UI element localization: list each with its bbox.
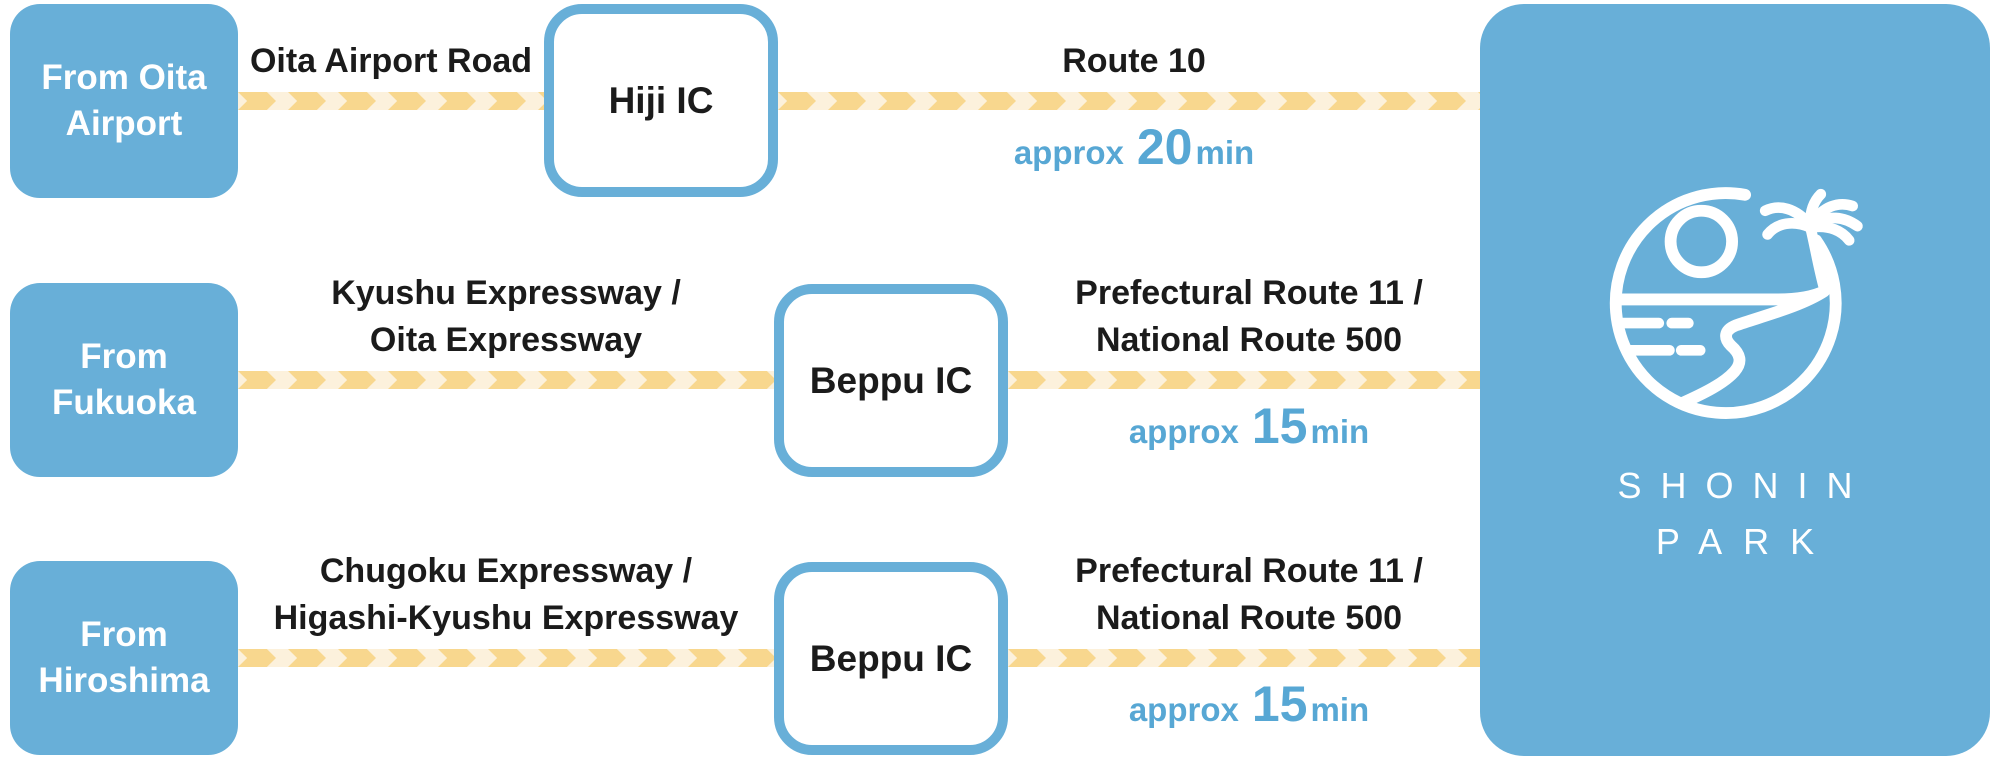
route-dashed-line bbox=[238, 649, 774, 667]
time-prefix: approx bbox=[1128, 691, 1239, 728]
time-prefix: approx bbox=[1128, 413, 1239, 450]
origin-label-line2: Airport bbox=[65, 104, 183, 143]
route-dashed-line bbox=[238, 371, 774, 389]
destination-name-line2: PARK bbox=[1655, 521, 1836, 562]
origin-box-fukuoka: From Fukuoka bbox=[10, 283, 238, 477]
travel-time-label: approx 15 min bbox=[969, 397, 1529, 455]
origin-label-line1: From bbox=[80, 337, 168, 376]
interchange-label: Beppu IC bbox=[809, 637, 973, 679]
road-label-oita-airport-road: Oita Airport Road bbox=[249, 42, 533, 80]
destination-panel-shonin-park: SHONIN PARK bbox=[1480, 4, 1990, 756]
time-value: 15 bbox=[1251, 398, 1308, 454]
road-label-kyushu-oita-expressway: Kyushu Expressway / Oita Expressway bbox=[331, 274, 681, 359]
time-unit: min bbox=[1310, 691, 1370, 728]
origin-box-hiroshima: From Hiroshima bbox=[10, 561, 238, 755]
time-value: 20 bbox=[1136, 119, 1193, 175]
route-dashed-line bbox=[238, 92, 544, 110]
interchange-box-beppu-ic: Beppu IC bbox=[774, 562, 1008, 755]
time-value: 15 bbox=[1251, 676, 1308, 732]
interchange-box-beppu-ic: Beppu IC bbox=[774, 284, 1008, 477]
road-label-prefectural-11-national-500: Prefectural Route 11 / National Route 50… bbox=[1075, 552, 1423, 637]
origin-label-line1: From Oita bbox=[41, 58, 207, 97]
time-prefix: approx bbox=[1013, 134, 1124, 171]
origin-label-line2: Fukuoka bbox=[52, 383, 196, 422]
time-unit: min bbox=[1195, 134, 1255, 171]
interchange-label: Beppu IC bbox=[809, 359, 973, 401]
travel-time-label: approx 20 min bbox=[854, 118, 1414, 176]
beach-sun-palm-circle-logo-icon bbox=[1609, 187, 1863, 419]
origin-label-line1: From bbox=[80, 615, 168, 654]
travel-time-label: approx 15 min bbox=[969, 675, 1529, 733]
road-label-prefectural-11-national-500: Prefectural Route 11 / National Route 50… bbox=[1075, 274, 1423, 359]
interchange-label: Hiji IC bbox=[608, 79, 714, 121]
origin-box-oita-airport: From Oita Airport bbox=[10, 4, 238, 198]
interchange-box-hiji-ic: Hiji IC bbox=[544, 4, 778, 197]
road-label-route-10: Route 10 bbox=[1062, 42, 1206, 80]
destination-name-line1: SHONIN bbox=[1617, 465, 1872, 506]
road-label-chugoku-higashi-kyushu-expressway: Chugoku Expressway / Higashi-Kyushu Expr… bbox=[273, 552, 739, 637]
route-dashed-line bbox=[778, 92, 1482, 110]
time-unit: min bbox=[1310, 413, 1370, 450]
route-dashed-line bbox=[1008, 371, 1482, 389]
origin-label-line2: Hiroshima bbox=[38, 661, 210, 700]
route-dashed-line bbox=[1008, 649, 1482, 667]
